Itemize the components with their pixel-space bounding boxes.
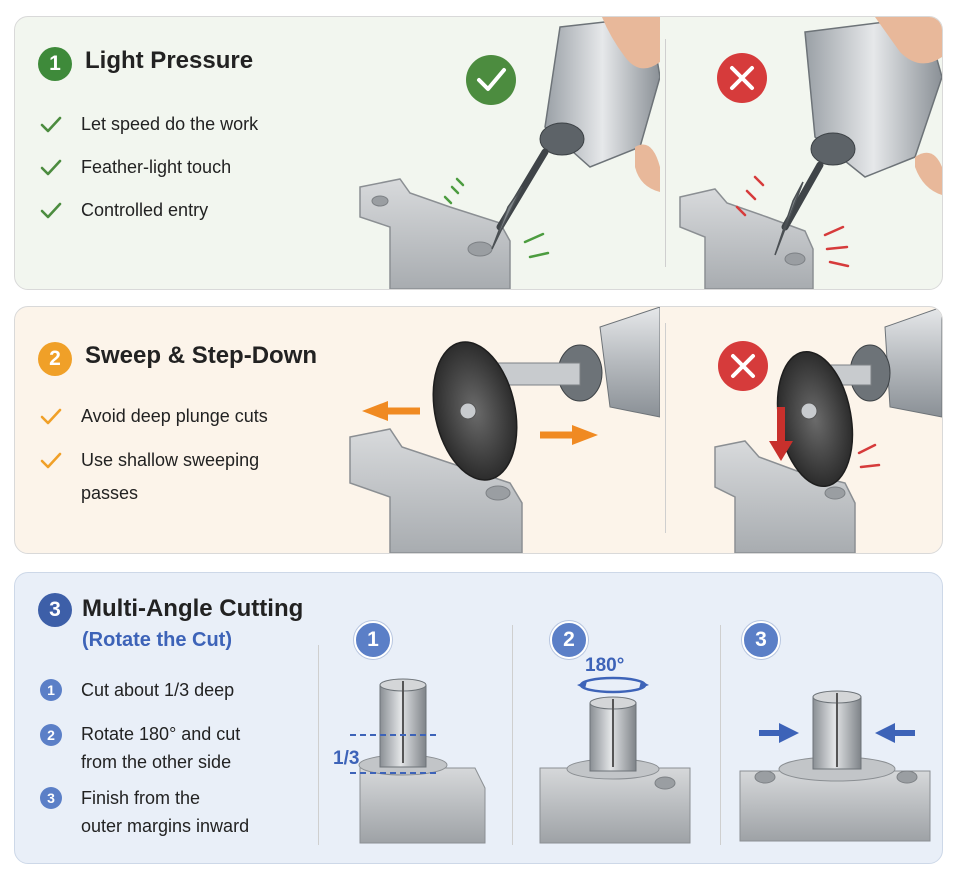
list-item: from the other side: [81, 752, 232, 772]
list-item: Avoid deep plunge cuts: [81, 406, 268, 426]
divider: [512, 625, 513, 845]
x-icon: [717, 53, 767, 103]
incorrect-grinding-illustration: [679, 17, 942, 289]
light-pressure-panel: 1 Light Pressure Let speed do the work F…: [14, 16, 943, 290]
check-icon: [466, 55, 516, 105]
step-bullet: 3: [40, 787, 62, 809]
check-icon: [40, 408, 62, 425]
list-item: Rotate 180° and cut: [81, 724, 241, 744]
x-icon: [718, 341, 768, 391]
divider: [318, 645, 319, 845]
check-icon: [40, 116, 62, 133]
section-title: Light Pressure: [85, 47, 254, 74]
divider: [720, 625, 721, 845]
list-item: outer margins inward: [81, 816, 250, 836]
list-item: Cut about 1/3 deep: [81, 680, 235, 700]
list-item: Finish from the: [81, 788, 201, 808]
correct-grinding-illustration: [359, 17, 660, 289]
check-icon: [40, 452, 62, 469]
rotation-label: 180°: [585, 655, 625, 676]
section-number-badge: 2: [38, 342, 72, 376]
step3-shaft-illustration: [739, 690, 931, 842]
plunge-cut-illustration: [714, 307, 942, 553]
list-item: passes: [81, 483, 139, 503]
section-number-badge: 1: [38, 47, 72, 81]
section-title: Sweep & Step-Down: [85, 342, 318, 369]
section-number-badge: 3: [38, 593, 72, 627]
sweep-step-down-panel: 2 Sweep & Step-Down Avoid deep plunge cu…: [14, 306, 943, 554]
step-number-badge: 3: [742, 621, 780, 659]
multi-angle-cutting-panel: 3 Multi-Angle Cutting (Rotate the Cut) 1…: [14, 572, 943, 864]
step-number-badge: 1: [354, 621, 392, 659]
list-item: Feather-light touch: [81, 157, 232, 177]
step-bullet: 1: [40, 679, 62, 701]
section-subtitle: (Rotate the Cut): [82, 629, 232, 651]
sweeping-cut-illustration: [349, 307, 660, 553]
depth-label: 1/3: [333, 748, 360, 769]
check-icon: [40, 159, 62, 176]
step1-shaft-illustration: [350, 678, 486, 844]
list-item: Let speed do the work: [81, 114, 259, 134]
step-bullet: 2: [40, 724, 62, 746]
check-icon: [40, 202, 62, 219]
divider: [665, 39, 666, 267]
list-item: Controlled entry: [81, 200, 209, 220]
list-item: Use shallow sweeping: [81, 450, 260, 470]
section-title: Multi-Angle Cutting: [82, 595, 304, 622]
divider: [665, 323, 666, 533]
step2-shaft-illustration: [539, 676, 691, 844]
step-number-badge: 2: [550, 621, 588, 659]
